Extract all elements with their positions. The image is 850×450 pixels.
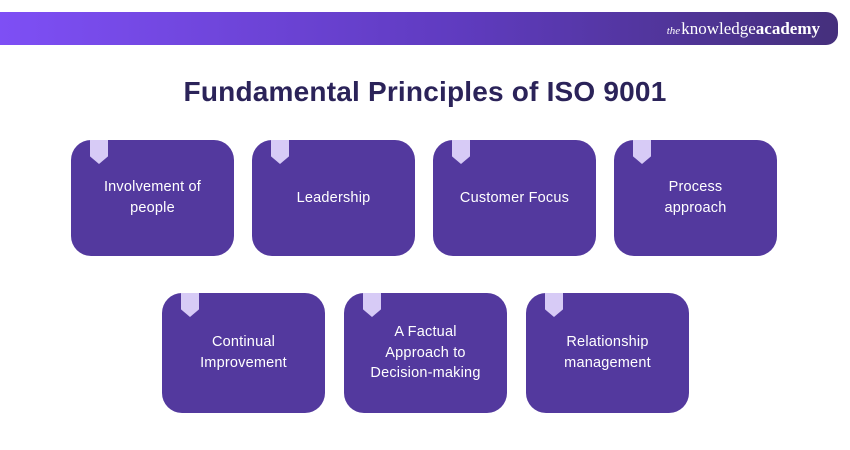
- card-label: Relationship management: [564, 334, 651, 371]
- card-process-approach: Process approach: [614, 140, 777, 256]
- card-factual-approach: A Factual Approach to Decision-making: [344, 293, 507, 413]
- bookmark-icon: [363, 293, 381, 317]
- card-label: Customer Focus: [459, 189, 570, 206]
- card-involvement-of-people: Involvement of people: [71, 140, 234, 256]
- bookmark-icon: [90, 140, 108, 164]
- brand-logo-the: the: [666, 25, 681, 37]
- card-label: Continual Improvement: [200, 334, 287, 371]
- card-leadership: Leadership: [252, 140, 415, 256]
- card-label: Leadership: [296, 189, 371, 206]
- bookmark-icon: [271, 140, 289, 164]
- brand-logo-knowledge: knowledge: [681, 19, 756, 38]
- bookmark-icon: [545, 293, 563, 317]
- bookmark-icon: [181, 293, 199, 317]
- card-continual-improvement: Continual Improvement: [162, 293, 325, 413]
- card-relationship-management: Relationship management: [526, 293, 689, 413]
- card-label: A Factual Approach to Decision-making: [370, 324, 481, 382]
- page-title: Fundamental Principles of ISO 9001: [183, 76, 667, 107]
- header-bar: theknowledgeacademy: [0, 12, 838, 45]
- brand-logo-academy: academy: [755, 19, 820, 38]
- card-customer-focus: Customer Focus: [433, 140, 596, 256]
- principles-row-2: Continual Improvement A Factual Approach…: [162, 293, 689, 413]
- card-label: Involvement of people: [103, 179, 202, 216]
- bookmark-icon: [452, 140, 470, 164]
- card-label: Process approach: [664, 179, 727, 216]
- bookmark-icon: [633, 140, 651, 164]
- principles-row-1: Involvement of people Leadership Custome…: [71, 140, 777, 256]
- brand-logo: theknowledgeacademy: [667, 20, 820, 37]
